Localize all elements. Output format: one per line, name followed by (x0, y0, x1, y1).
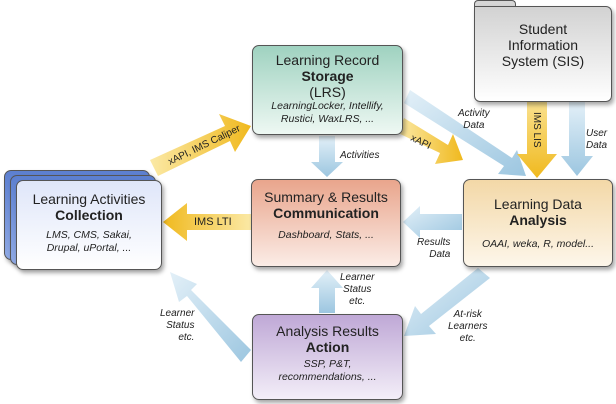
summary-box: Summary & Results Communication Dashboar… (251, 179, 401, 267)
label-learner-status-left-line-2: Status (166, 320, 195, 331)
action-title-bold: Action (305, 339, 350, 355)
arrow-analysis-to-action (404, 268, 490, 336)
arrow-sis-to-analysis-lis (517, 86, 557, 178)
collection-examples-line-2: Drupal, uPortal, ... (46, 242, 132, 254)
lrs-title-abbr: (LRS) (309, 84, 346, 100)
summary-examples: Dashboard, Stats, ... (278, 229, 374, 241)
label-results-data: Results Data (417, 237, 450, 261)
arrow-summary-to-collection (163, 203, 251, 241)
action-box: Analysis Results Action SSP, P&T, recomm… (252, 314, 403, 400)
analysis-examples: OAAI, weka, R, model... (481, 238, 595, 250)
arrow-action-to-summary (311, 270, 343, 313)
sis-folder-tab (474, 0, 516, 9)
arrow-analysis-to-summary (403, 206, 462, 238)
label-learner-status-left-line-3: etc. (178, 332, 195, 343)
label-activity-data: Activity Data (458, 108, 490, 132)
label-at-risk-line-2: Learners (448, 321, 488, 332)
label-activities: Activities (340, 150, 379, 162)
label-ims-lis: IMS LIS (531, 112, 542, 148)
analysis-title: Learning Data (494, 196, 582, 212)
label-learner-status-mid: Learner Status etc. (340, 272, 374, 308)
sis-title-line-1: Student (518, 21, 568, 37)
lrs-title: Learning Record (275, 52, 380, 68)
label-user-data-line-1: User (586, 128, 608, 139)
summary-title: Summary & Results (264, 189, 388, 205)
collection-box: Learning Activities Collection LMS, CMS,… (16, 180, 162, 270)
lrs-examples-line-1: LearningLocker, Intellify, (271, 100, 384, 112)
arrow-lrs-to-summary (311, 136, 343, 177)
sis-title-line-3: System (SIS) (501, 53, 585, 69)
arrow-action-to-collection (170, 272, 251, 362)
summary-title-bold: Communication (273, 205, 379, 221)
label-at-risk-line-1: At-risk (453, 309, 482, 320)
analysis-title-bold: Analysis (509, 212, 567, 228)
label-activity-data-line-2: Data (463, 120, 485, 131)
lrs-examples-line-2: Rustici, WaxLRS, ... (280, 113, 375, 125)
arrow-lrs-to-analysis-activity-data (404, 90, 526, 176)
action-examples-line-1: SSP, P&T, (303, 358, 352, 370)
arrow-lrs-to-analysis-xapi (398, 118, 463, 164)
collection-title: Learning Activities (32, 191, 146, 207)
action-examples-line-2: recommendations, ... (278, 371, 377, 383)
action-title: Analysis Results (276, 323, 379, 339)
collection-examples-line-1: LMS, CMS, Sakai, (46, 229, 132, 241)
label-learner-status-left-line-1: Learner (160, 308, 195, 319)
label-results-data-line-1: Results (417, 237, 451, 248)
collection-title-bold: Collection (55, 207, 123, 223)
label-activity-data-line-1: Activity (458, 108, 490, 119)
lrs-title-bold: Storage (301, 68, 354, 84)
label-learner-status-mid-line-1: Learner (340, 272, 375, 283)
label-at-risk-line-3: etc. (459, 333, 476, 344)
label-ims-lti: IMS LTI (194, 216, 232, 228)
analysis-box: Learning Data Analysis OAAI, weka, R, mo… (463, 179, 613, 267)
label-xapi-caliper: xAPI, IMS Caliper (166, 123, 242, 168)
sis-title-line-2: Information (507, 37, 579, 53)
label-user-data-line-2: Data (586, 140, 608, 151)
label-results-data-line-2: Data (429, 249, 451, 260)
lrs-box: Learning Record Storage (LRS) LearningLo… (252, 45, 403, 135)
label-learner-status-mid-line-3: etc. (349, 296, 366, 307)
label-learner-status-mid-line-2: Status (343, 284, 372, 295)
label-activities-text: Activities (340, 150, 380, 161)
arrow-sis-to-analysis-user-data (561, 102, 593, 176)
sis-box: Student Information System (SIS) (474, 6, 612, 102)
label-user-data: User Data (586, 128, 607, 152)
label-at-risk: At-risk Learners etc. (448, 309, 487, 345)
arrow-collection-to-lrs (150, 114, 251, 176)
label-learner-status-left: Learner Status etc. (160, 308, 194, 344)
